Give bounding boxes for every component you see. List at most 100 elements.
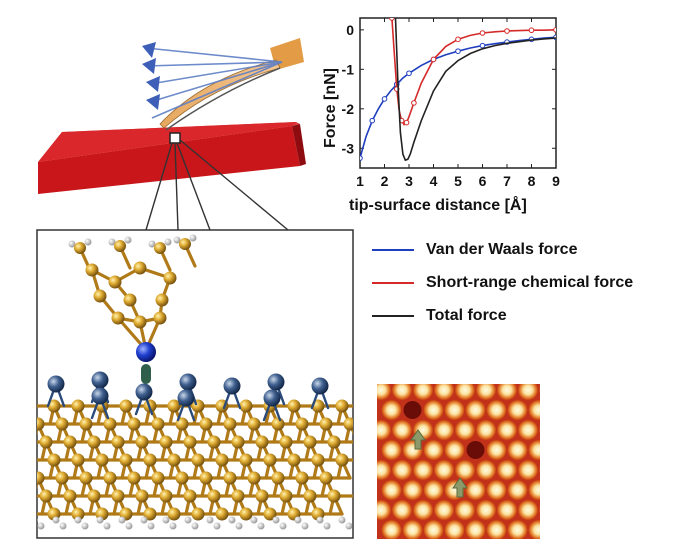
bond xyxy=(14,478,22,496)
silicon-atom xyxy=(167,453,181,467)
silicon-atom xyxy=(143,507,157,521)
silicon-atom xyxy=(119,399,133,413)
x-tick-label: 5 xyxy=(454,173,462,189)
silicon-atom xyxy=(151,417,165,431)
hydrogen-atom xyxy=(301,522,309,530)
x-tick-label: 1 xyxy=(356,173,364,189)
adatom-spot xyxy=(539,385,540,395)
x-tick-label: 3 xyxy=(405,173,413,189)
adatom-spot xyxy=(518,500,538,520)
adatom xyxy=(223,377,241,395)
hydrogen-atom xyxy=(169,522,177,530)
cantilever-beam xyxy=(159,59,281,129)
adatom xyxy=(311,377,329,395)
silicon-atom xyxy=(74,242,86,254)
silicon-atom xyxy=(143,453,157,467)
adatom-spot xyxy=(528,440,540,460)
bond xyxy=(18,442,22,460)
adatom-spot xyxy=(444,440,465,460)
hydrogen-atom xyxy=(124,236,132,244)
silicon-atom xyxy=(87,489,101,503)
hydrogen-atom xyxy=(173,236,181,244)
adatom-spot xyxy=(413,384,433,400)
series-point-1 xyxy=(430,56,437,63)
hydrogen-atom xyxy=(345,522,353,530)
silicon-atom xyxy=(71,399,85,413)
bond xyxy=(18,496,22,514)
hydrogen-atom xyxy=(81,522,89,530)
silicon-atom xyxy=(271,417,285,431)
silicon-atom xyxy=(319,417,333,431)
adatom-spot xyxy=(423,520,444,539)
silicon-atom xyxy=(111,311,125,325)
adatom-spot xyxy=(377,420,391,440)
hydrogen-atom xyxy=(125,522,133,530)
series-point-0 xyxy=(381,96,388,102)
series-point-1 xyxy=(528,27,535,34)
silicon-atom xyxy=(87,435,101,449)
hydrogen-atom xyxy=(323,522,331,530)
adatom-spot xyxy=(444,400,465,420)
hydrogen-atom xyxy=(316,516,324,524)
hydrogen-atom xyxy=(272,516,280,524)
adatom-spot xyxy=(507,520,528,539)
silicon-atom xyxy=(263,453,277,467)
adatom-spot xyxy=(392,384,412,400)
adatom-spot xyxy=(392,420,412,440)
x-tick-label: 6 xyxy=(479,173,487,189)
series-point-1 xyxy=(553,27,556,33)
silicon-atom xyxy=(16,436,29,449)
silicon-atom xyxy=(71,507,85,521)
adatom-spot xyxy=(434,460,454,480)
adatom-spot xyxy=(507,400,528,420)
adatom-spot xyxy=(465,400,486,420)
cantilever-illustration xyxy=(38,38,306,231)
silicon-atom xyxy=(127,417,141,431)
silicon-atom xyxy=(231,489,245,503)
silicon-atom xyxy=(179,238,191,250)
adatom-spot xyxy=(497,460,517,480)
silicon-atom xyxy=(71,453,85,467)
adatom xyxy=(177,389,195,407)
zoom-lines xyxy=(145,139,289,231)
series-point-1 xyxy=(479,30,486,36)
adatom-spot xyxy=(507,480,528,500)
silicon-atom xyxy=(255,489,269,503)
adatom-spot xyxy=(497,420,517,440)
hydrogen-atom xyxy=(164,238,172,246)
adatom-spot xyxy=(465,520,486,539)
hydrogen-atom xyxy=(96,516,104,524)
hydrogen-atom xyxy=(213,522,221,530)
bond xyxy=(22,442,30,460)
silicon-atom xyxy=(135,435,149,449)
legend-label-chemical: Short-range chemical force xyxy=(426,274,634,291)
y-axis-label: Force [nN] xyxy=(322,68,339,148)
series-point-0 xyxy=(369,117,376,124)
silicon-atom xyxy=(37,417,45,431)
y-tick-label: 0 xyxy=(346,22,354,38)
silicon-atom xyxy=(24,454,37,467)
silicon-atom xyxy=(159,435,173,449)
silicon-atom xyxy=(327,489,341,503)
laser-fan xyxy=(145,47,283,119)
series-line-2 xyxy=(394,18,556,162)
adatom xyxy=(267,373,285,391)
y-tick-label: -3 xyxy=(342,140,355,156)
silicon-atom xyxy=(63,489,77,503)
silicon-atom xyxy=(111,435,125,449)
hydrogen-atom xyxy=(147,522,155,530)
x-tick-label: 9 xyxy=(552,173,560,189)
adatom xyxy=(91,371,109,389)
legend-item-vdw: Van der Waals force xyxy=(372,241,577,259)
bond xyxy=(22,496,30,514)
silicon-atom xyxy=(119,453,133,467)
adatom-spot xyxy=(402,520,423,539)
hydrogen-atom xyxy=(191,522,199,530)
adatom-spot xyxy=(402,480,423,500)
legend-label-total: Total force xyxy=(426,307,507,324)
hydrogen-atom xyxy=(118,516,126,524)
silicon-atom xyxy=(133,315,147,329)
silicon-atom xyxy=(95,453,109,467)
silicon-atom xyxy=(295,471,309,485)
adatom-spot xyxy=(518,420,538,440)
